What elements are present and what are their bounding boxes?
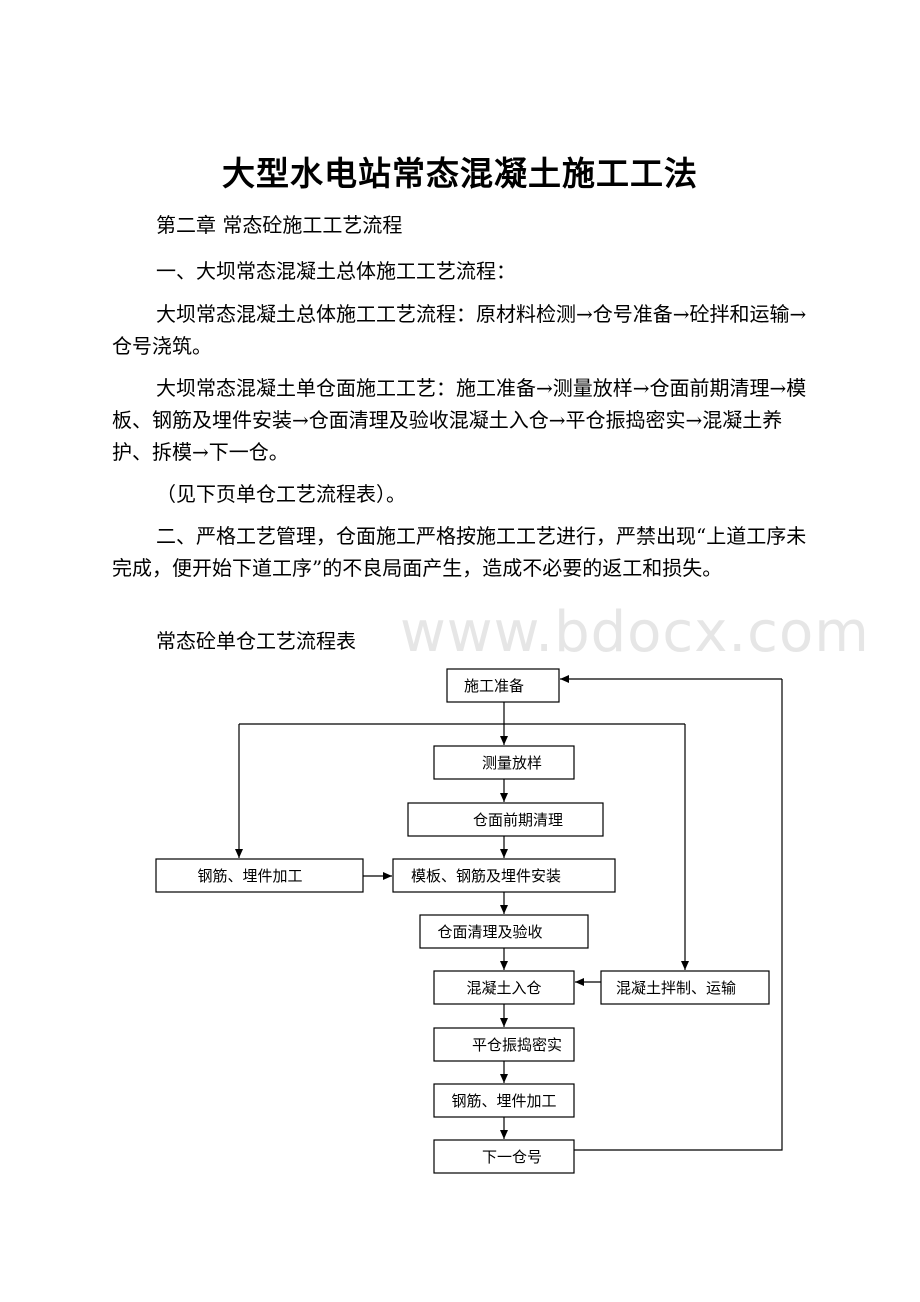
flow-label-clean-inspect: 仓面清理及验收 <box>437 923 542 941</box>
flow-label-spread-vibrate: 平仓振捣密实 <box>472 1036 562 1054</box>
flow-box-mixing-transport <box>600 970 770 1005</box>
flow-box-construction-prep <box>446 668 560 703</box>
watermark-text: www.bdocx.com <box>400 600 870 665</box>
flow-label-mixing-transport: 混凝土拌制、运输 <box>616 979 736 997</box>
flow-label-early-cleanup: 仓面前期清理 <box>473 811 563 829</box>
paragraph-overall-process: 大坝常态混凝土总体施工工艺流程：原材料检测→仓号准备→砼拌和运输→仓号浇筑。 <box>112 302 807 358</box>
flow-label-next-pour: 下一仓号 <box>482 1148 542 1166</box>
flow-box-early-cleanup <box>407 802 604 837</box>
flow-label-survey-layout: 测量放样 <box>482 754 542 772</box>
section-heading-1: 一、大坝常态混凝土总体施工工艺流程： <box>156 259 516 283</box>
flow-label-concrete-placement: 混凝土入仓 <box>466 979 541 997</box>
paragraph-process-management: 二、严格工艺管理，仓面施工严格按施工工艺进行，严禁出现“上道工序未完成，便开始下… <box>112 524 807 580</box>
flow-label-rebar-processing: 钢筋、埋件加工 <box>451 1092 556 1110</box>
flow-label-formwork-install: 模板、钢筋及埋件安装 <box>411 867 561 885</box>
flow-loop-line <box>574 679 783 1151</box>
paragraph-see-next-page: （见下页单仓工艺流程表）。 <box>156 482 406 506</box>
flow-label-construction-prep: 施工准备 <box>464 677 524 695</box>
flow-box-next-pour <box>433 1139 575 1174</box>
flow-label-rebar-processing-side: 钢筋、埋件加工 <box>197 867 302 885</box>
document-title: 大型水电站常态混凝土施工工法 <box>222 154 698 193</box>
chapter-heading: 第二章 常态砼施工工艺流程 <box>156 213 403 237</box>
flowchart-caption: 常态砼单仓工艺流程表 <box>156 629 356 653</box>
paragraph-single-face-process: 大坝常态混凝土单仓面施工工艺：施工准备→测量放样→仓面前期清理→模板、钢筋及埋件… <box>112 376 807 464</box>
